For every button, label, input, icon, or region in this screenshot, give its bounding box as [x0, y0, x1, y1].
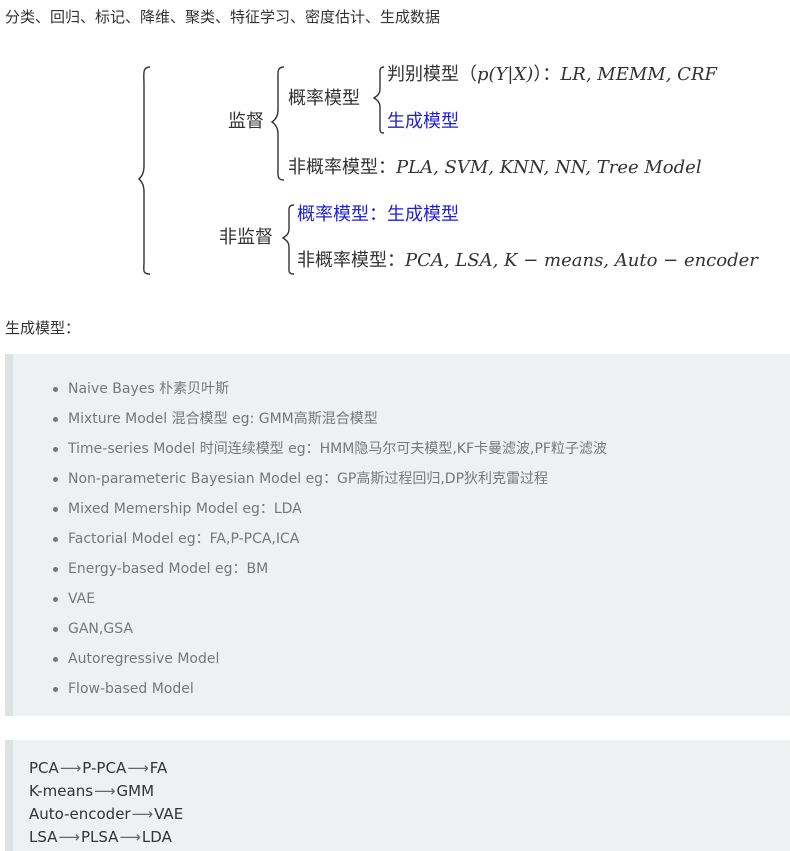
- relation-term: Auto-encoder: [29, 805, 131, 823]
- unsupervised-brace: [281, 204, 295, 275]
- relations-block: PCA⟶P-PCA⟶FA K-means⟶GMM Auto-encoder⟶VA…: [5, 740, 790, 851]
- list-item: GAN,GSA: [53, 618, 607, 648]
- list-item: VAE: [53, 588, 607, 618]
- supervised-label: 监督: [228, 111, 264, 132]
- arrow-icon: ⟶: [119, 828, 141, 846]
- discriminative-formula: p(Y|X): [477, 64, 534, 85]
- arrow-icon: ⟶: [59, 759, 82, 777]
- list-item: Non-parameteric Bayesian Model eg：GP高斯过程…: [53, 468, 607, 498]
- relation-term: PLSA: [80, 828, 119, 846]
- relation-term: LSA: [29, 828, 58, 846]
- discriminative-examples: LR, MEMM, CRF: [560, 64, 717, 85]
- generative-section-label: 生成模型：: [5, 319, 81, 337]
- generative-model-label: 生成模型: [387, 111, 459, 132]
- relation-term: GMM: [116, 782, 155, 800]
- unsup-prob-row: 概率模型：生成模型: [297, 204, 459, 225]
- prob-brace: [372, 66, 385, 134]
- unsup-nonprob-prefix: 非概率模型：: [297, 250, 405, 271]
- relation-term: PCA: [29, 759, 59, 777]
- supervised-brace: [270, 66, 285, 181]
- relation-term: P-PCA: [82, 759, 127, 777]
- relation-term: LDA: [141, 828, 172, 846]
- unsupervised-label: 非监督: [219, 227, 273, 248]
- arrow-icon: ⟶: [58, 828, 80, 846]
- relation-row: Auto-encoder⟶VAE: [29, 803, 183, 826]
- relation-row: LSA⟶PLSA⟶LDA: [29, 826, 172, 849]
- nonprob-examples: PLA, SVM, KNN, NN, Tree Model: [396, 157, 702, 178]
- outer-brace: [138, 66, 151, 275]
- list-item: Naive Bayes 朴素贝叶斯: [53, 378, 607, 408]
- model-taxonomy: 监督 概率模型 判别模型（p(Y|X)）：LR, MEMM, CRF 生成模型 …: [0, 0, 790, 300]
- arrow-icon: ⟶: [127, 759, 149, 777]
- relation-term: FA: [149, 759, 168, 777]
- generative-list: Naive Bayes 朴素贝叶斯 Mixture Model 混合模型 eg:…: [53, 378, 607, 708]
- list-item: Autoregressive Model: [53, 648, 607, 678]
- unsup-nonprob-row: 非概率模型：PCA, LSA, K − means, Auto − encode…: [297, 250, 758, 272]
- prob-model-label: 概率模型: [288, 88, 360, 109]
- discriminative-prefix: 判别模型（: [387, 64, 477, 85]
- nonprob-row: 非概率模型：PLA, SVM, KNN, NN, Tree Model: [288, 157, 702, 179]
- relation-term: K-means: [29, 782, 94, 800]
- discriminative-suffix: ）：: [533, 64, 561, 85]
- relation-term: VAE: [154, 805, 184, 823]
- nonprob-prefix: 非概率模型：: [288, 157, 396, 178]
- unsup-nonprob-examples: PCA, LSA, K − means, Auto − encoder: [405, 250, 758, 271]
- brace-lines: [138, 66, 385, 275]
- list-item: Energy-based Model eg：BM: [53, 558, 607, 588]
- arrow-icon: ⟶: [94, 782, 116, 800]
- list-item: Flow-based Model: [53, 678, 607, 708]
- list-item: Time-series Model 时间连续模型 eg：HMM隐马尔可夫模型,K…: [53, 438, 607, 468]
- arrow-icon: ⟶: [131, 805, 154, 823]
- topics-line: 分类、回归、标记、降维、聚类、特征学习、密度估计、生成数据: [5, 8, 441, 26]
- relation-row: K-means⟶GMM: [29, 780, 154, 803]
- list-item: Mixture Model 混合模型 eg: GMM高斯混合模型: [53, 408, 607, 438]
- discriminative-row: 判别模型（p(Y|X)）：LR, MEMM, CRF: [387, 64, 717, 86]
- list-item: Mixed Memership Model eg：LDA: [53, 498, 607, 528]
- relation-row: PCA⟶P-PCA⟶FA: [29, 757, 167, 780]
- generative-list-block: Naive Bayes 朴素贝叶斯 Mixture Model 混合模型 eg:…: [5, 354, 790, 716]
- list-item: Factorial Model eg：FA,P-PCA,ICA: [53, 528, 607, 558]
